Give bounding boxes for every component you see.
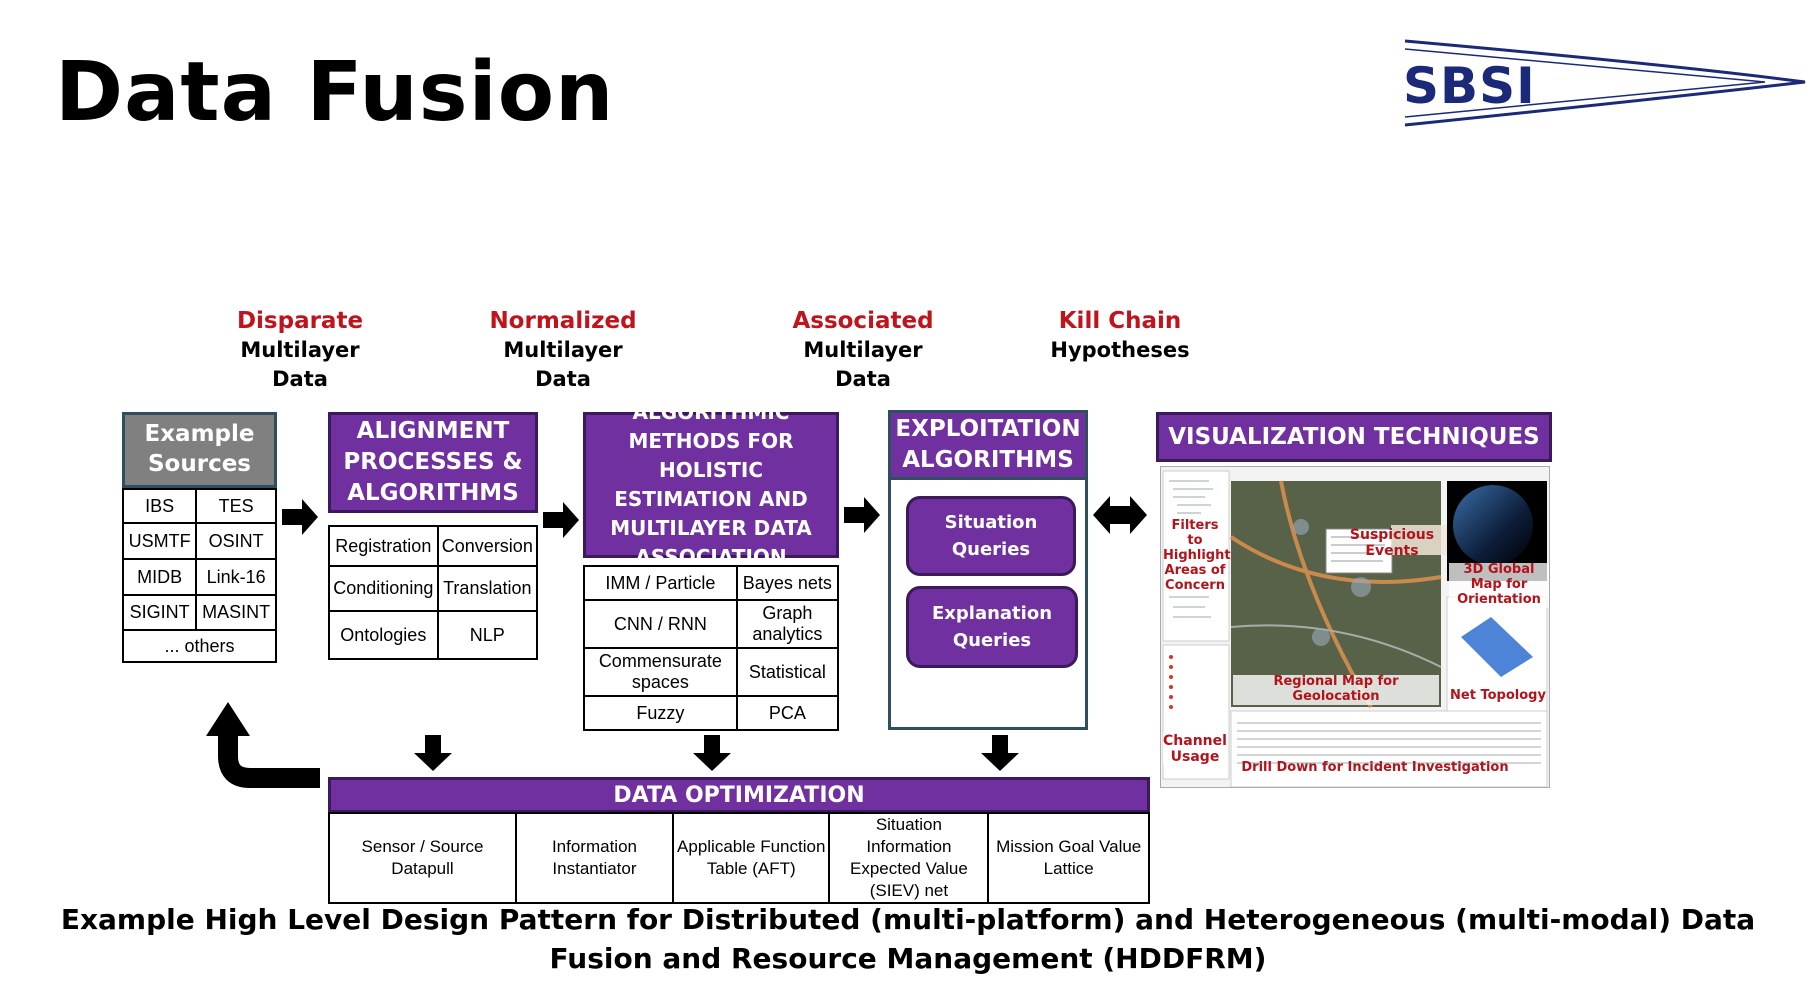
- logo-swoosh-icon: [1404, 39, 1806, 127]
- caption: Example High Level Design Pattern for Di…: [0, 900, 1816, 978]
- table-cell: IMM / Particle: [583, 565, 738, 601]
- visualization-screenshot: Filters to Highlight Areas of Concern Su…: [1160, 466, 1550, 788]
- net-topology-label: Net Topology: [1450, 688, 1546, 703]
- table-cell: Commensurate spaces: [583, 647, 738, 697]
- alignment-header-label: ALIGNMENT PROCESSES & ALGORITHMS: [343, 417, 523, 507]
- table-cell: Ontologies: [328, 610, 439, 660]
- stage-associated: Associated Multilayer Data: [768, 307, 958, 394]
- table-cell: Conditioning: [328, 565, 439, 612]
- table-cell: Situation Information Expected Value (SI…: [828, 811, 990, 905]
- situation-queries-label: Situation Queries: [944, 512, 1038, 560]
- channel-usage-label: Channel Usage: [1163, 733, 1227, 766]
- regional-map-label: Regional Map for Geolocation: [1233, 674, 1439, 705]
- stage-emph: Normalized: [489, 308, 637, 334]
- explanation-queries-label: Explanation Queries: [931, 603, 1053, 651]
- algorithmic-header-label: ALGORITHMIC METHODS FOR HOLISTIC ESTIMAT…: [610, 400, 812, 569]
- stage-emph: Associated: [792, 308, 934, 334]
- table-cell: Translation: [436, 565, 539, 612]
- caption-line-1: Example High Level Design Pattern for Di…: [60, 903, 1756, 936]
- stage-rest: Multilayer Data: [803, 338, 923, 391]
- stage-kill-chain: Kill Chain Hypotheses: [1030, 307, 1210, 365]
- feedback-arrow-icon: [206, 702, 320, 788]
- algorithmic-header: ALGORITHMIC METHODS FOR HOLISTIC ESTIMAT…: [583, 400, 839, 569]
- table-cell: USMTF: [121, 522, 198, 560]
- table-cell: ... others: [122, 629, 277, 663]
- optimization-header-label: DATA OPTIMIZATION: [613, 782, 865, 808]
- suspicious-events-label: Suspicious Events: [1349, 527, 1435, 560]
- arrow-down-icon: [981, 735, 1019, 771]
- visualization-header: VISUALIZATION TECHNIQUES: [1156, 412, 1552, 462]
- stage-rest: Hypotheses: [1050, 338, 1190, 362]
- table-cell: Applicable Function Table (AFT): [671, 811, 831, 905]
- global-map-label: 3D Global Map for Orientation: [1449, 562, 1549, 608]
- table-cell: Fuzzy: [583, 695, 738, 731]
- table-cell: MIDB: [121, 558, 198, 596]
- arrow-down-icon: [414, 735, 452, 771]
- optimization-header: DATA OPTIMIZATION: [328, 777, 1150, 813]
- caption-line-2: Fusion and Resource Management (HDDFRM): [549, 942, 1267, 975]
- table-cell: Graph analytics: [735, 599, 840, 649]
- table-cell: Bayes nets: [735, 565, 840, 601]
- stage-rest: Multilayer Data: [240, 338, 360, 391]
- filters-label: Filters to Highlight Areas of Concern: [1163, 518, 1231, 593]
- table-cell: NLP: [436, 610, 539, 660]
- exploitation-header: EXPLOITATION ALGORITHMS: [888, 410, 1088, 480]
- logo-text: SBSI: [1403, 57, 1536, 115]
- table-cell: CNN / RNN: [583, 599, 738, 649]
- table-cell: Mission Goal Value Lattice: [987, 811, 1150, 905]
- visualization-header-label: VISUALIZATION TECHNIQUES: [1168, 424, 1540, 450]
- table-cell: SIGINT: [121, 594, 198, 631]
- table-cell: Conversion: [436, 525, 539, 567]
- optimization-table: Sensor / Source Datapull Information Ins…: [328, 811, 1150, 905]
- alignment-header: ALIGNMENT PROCESSES & ALGORITHMS: [328, 412, 538, 513]
- exploitation-header-label: EXPLOITATION ALGORITHMS: [895, 415, 1081, 473]
- table-cell: Link-16: [195, 558, 277, 596]
- table-cell: TES: [195, 488, 277, 524]
- table-cell: PCA: [735, 695, 840, 731]
- table-cell: IBS: [121, 488, 198, 524]
- stage-emph: Disparate: [236, 308, 364, 334]
- explanation-queries-button[interactable]: Explanation Queries: [906, 586, 1078, 668]
- arrow-down-icon: [693, 735, 731, 771]
- arrow-right-icon: [282, 499, 318, 535]
- table-cell: OSINT: [195, 522, 277, 560]
- arrow-right-icon: [543, 502, 579, 538]
- page-title: Data Fusion: [55, 45, 615, 140]
- stage-emph: Kill Chain: [1058, 308, 1182, 334]
- table-cell: Registration: [328, 525, 439, 567]
- table-cell: Statistical: [735, 647, 840, 697]
- sbsi-logo: [1395, 35, 1815, 130]
- table-cell: Sensor / Source Datapull: [328, 811, 517, 905]
- double-arrow-icon: [1093, 496, 1147, 534]
- arrow-right-icon: [844, 497, 880, 533]
- sources-header: Example Sources: [122, 412, 277, 488]
- situation-queries-button[interactable]: Situation Queries: [906, 496, 1076, 576]
- drill-down-label: Drill Down for Incident Investigation: [1241, 760, 1509, 775]
- stage-normalized: Normalized Multilayer Data: [468, 307, 658, 394]
- table-cell: MASINT: [195, 594, 277, 631]
- stage-disparate: Disparate Multilayer Data: [205, 307, 395, 394]
- sources-header-label: Example Sources: [144, 421, 255, 477]
- stage-rest: Multilayer Data: [503, 338, 623, 391]
- table-cell: Information Instantiator: [514, 811, 674, 905]
